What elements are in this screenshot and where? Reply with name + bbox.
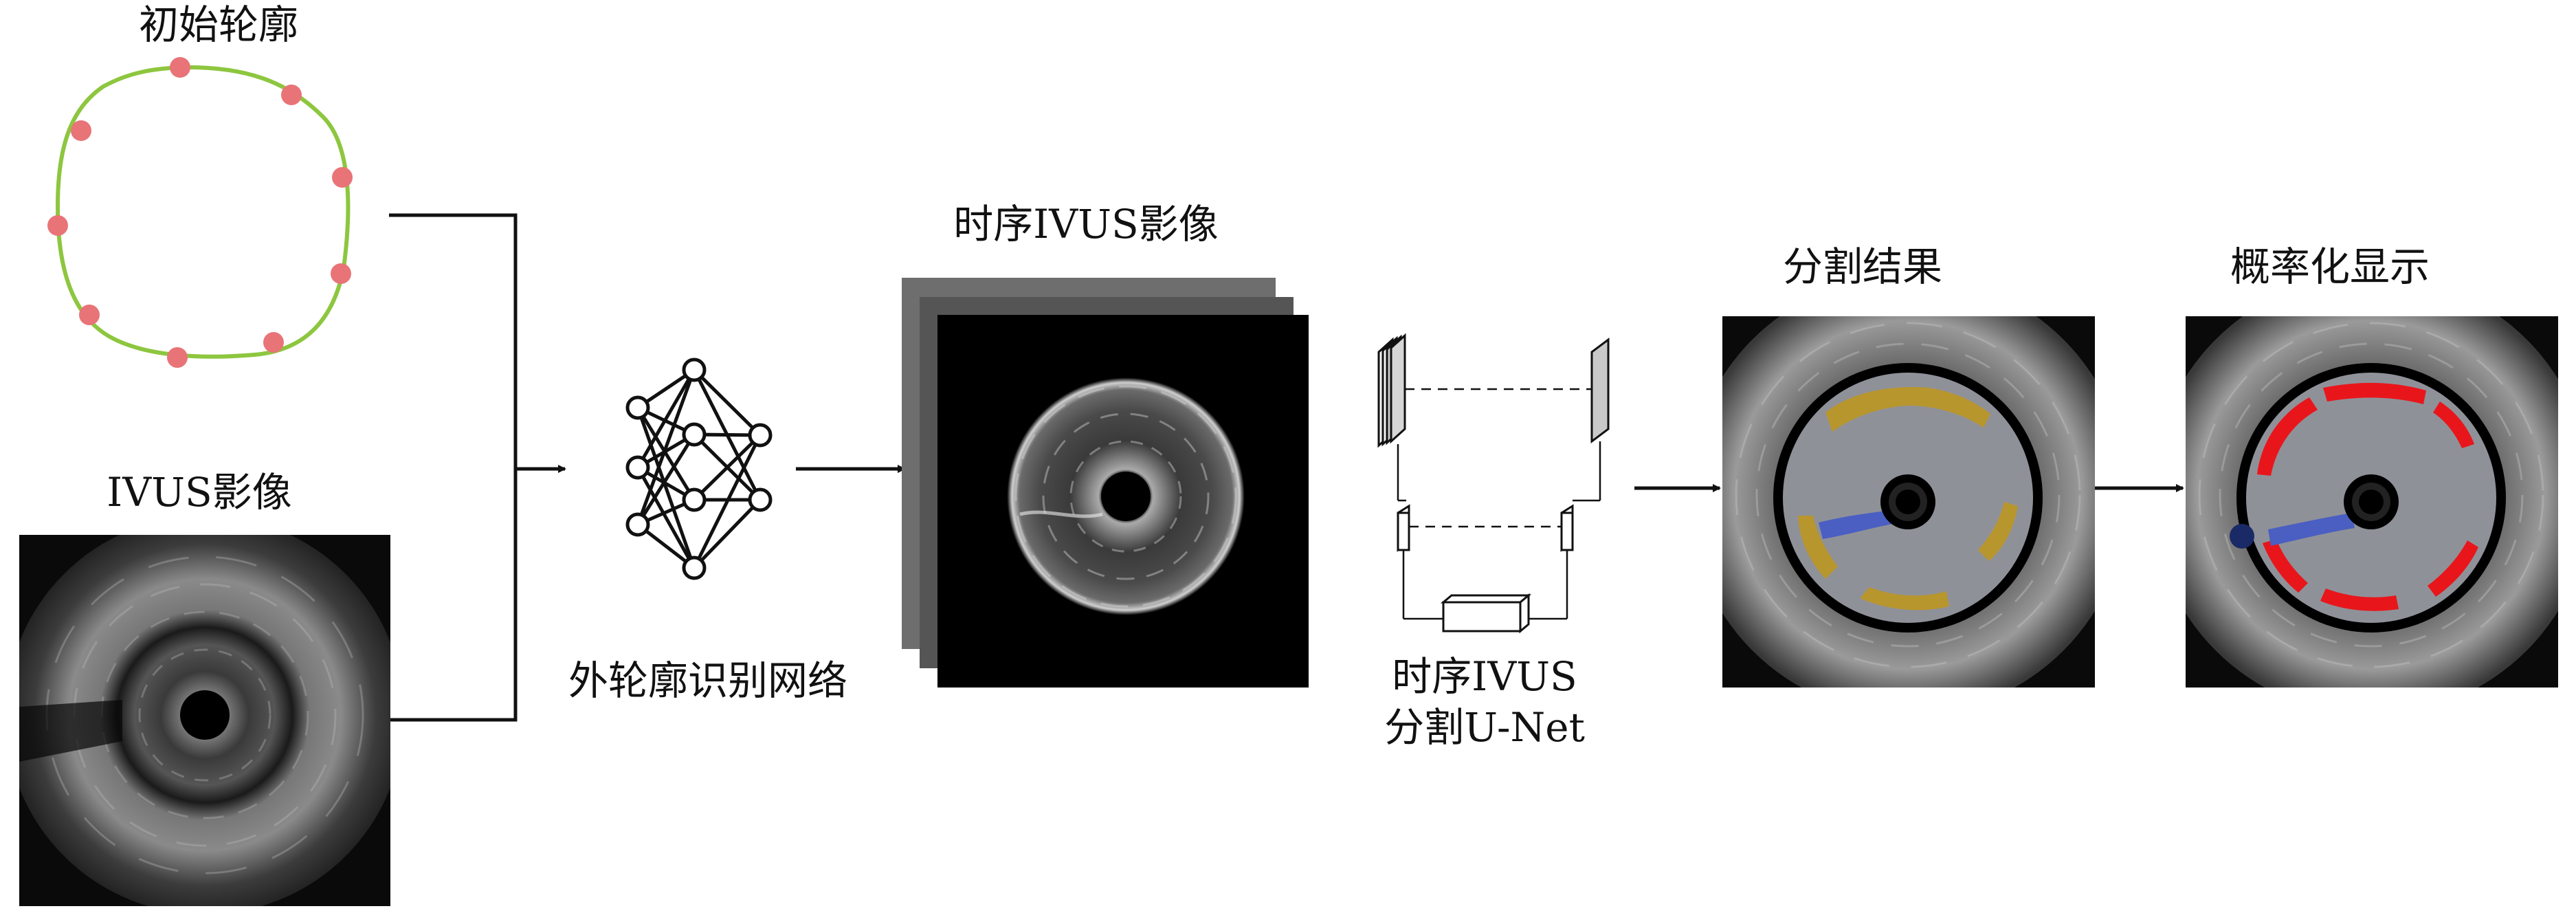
contour-point [47,215,68,236]
guidewire-region [1819,510,1893,539]
unet-schematic-icon [1377,333,1610,634]
temporal-ivus-image [937,315,1309,688]
unet-bottleneck-block [1442,601,1522,632]
network-node [625,395,650,420]
network-edge [693,434,762,501]
initial-contour-label: 初始轮廓 [138,1,298,48]
network-edge [636,466,696,569]
network-edge [636,368,696,469]
unet-label-line2: 分割U-Net [1384,704,1585,751]
calcium-regions [1798,387,2018,610]
network-node [625,455,650,480]
contour-point [71,120,91,141]
contour-point [170,57,190,78]
segmentation-result-svg [1722,316,2095,688]
network-node [682,358,707,382]
network-icon [625,358,773,580]
network-edge [636,406,696,501]
ivus-original-image [19,535,390,906]
network-edge [636,369,696,525]
contour-point [79,305,100,325]
ivus-image-label: IVUS影像 [107,469,292,516]
probability-display-image [2186,316,2558,688]
probability-regions [2257,382,2478,611]
network-edge [636,433,696,526]
ivus-original-svg [19,535,390,906]
contour-network-label: 外轮廓识别网络 [568,657,847,704]
contour-points [47,57,353,368]
probability-display-svg [2186,316,2558,688]
unet-output-slab [1590,338,1610,443]
network-node [682,422,707,447]
bracket-connector [389,213,518,722]
guidewire-region-prob [2268,513,2355,546]
contour-point [281,85,302,105]
contour-point [167,347,188,368]
initial-contour-ring [55,65,351,359]
network-node [748,487,773,512]
network-edge [692,434,762,569]
network-node [682,556,707,580]
probability-display-label: 概率化显示 [2230,243,2430,290]
contour-point [332,167,353,188]
unet-label-line1: 时序IVUS [1392,653,1577,700]
network-node [625,512,650,537]
segmentation-result-image [1722,316,2095,688]
contour-point [331,263,351,284]
temporal-ivus-svg [937,315,1309,688]
network-node [682,487,707,512]
segmentation-result-label: 分割结果 [1782,243,1942,290]
network-edge [693,498,762,569]
unet-input-slabs [1377,333,1406,448]
contour-point [263,332,284,353]
temporal-ivus-label: 时序IVUS影像 [953,201,1219,248]
network-edge [636,407,696,569]
network-node [748,423,773,448]
network-edge [693,368,762,437]
